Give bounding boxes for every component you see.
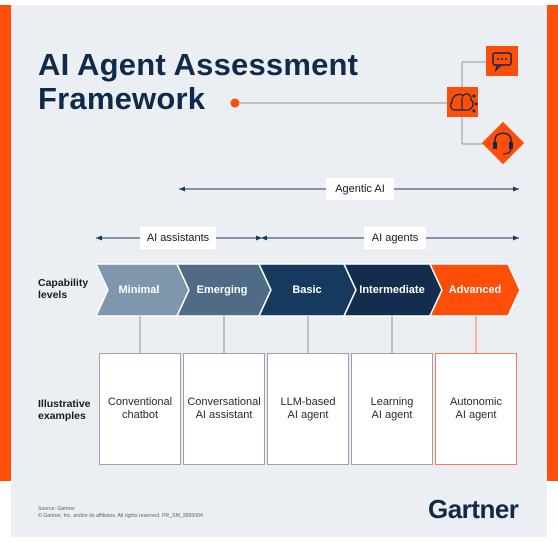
page-title: AI Agent Assessment Framework: [38, 48, 358, 116]
copyright-note: © Gartner, Inc. and/or its affiliates. A…: [38, 513, 203, 519]
brain-network-icon: [447, 87, 478, 117]
source-note: Source: Gartner: [38, 506, 75, 512]
level-basic: Basic: [292, 284, 322, 296]
level-minimal: Minimal: [118, 284, 160, 296]
example-text: Conventional chatbot: [107, 396, 173, 421]
example-box-basic: LLM-based AI agent: [267, 353, 349, 465]
title-dot: [230, 98, 240, 108]
left-accent-bar: [0, 5, 11, 481]
ai-assistants-label: AI assistants: [140, 227, 216, 249]
capability-levels-label: Capability levels: [38, 277, 89, 301]
example-text: Conversational AI assistant: [187, 396, 261, 421]
headset-icon: [481, 121, 525, 165]
example-text: Learning AI agent: [370, 396, 414, 421]
level-advanced: Advanced: [448, 284, 502, 296]
example-box-minimal: Conventional chatbot: [99, 353, 181, 465]
example-text: Autonomic AI agent: [450, 396, 502, 421]
capability-chevrons: [94, 263, 521, 317]
example-box-advanced: Autonomic AI agent: [435, 353, 517, 465]
agentic-ai-label: Agentic AI: [326, 178, 394, 200]
title-line-1: AI Agent Assessment: [38, 47, 359, 82]
ai-agents-label: AI agents: [364, 227, 426, 249]
example-text: LLM-based AI agent: [280, 396, 336, 421]
chevron-advanced: [428, 263, 521, 317]
chat-bubble-icon: [486, 46, 518, 76]
level-emerging: Emerging: [196, 284, 248, 296]
chevron-connectors: [139, 316, 477, 353]
title-line-2: Framework: [38, 81, 206, 116]
illustrative-examples-label: Illustrative examples: [38, 398, 91, 422]
example-box-emerging: Conversational AI assistant: [183, 353, 265, 465]
right-accent-bar: [547, 5, 558, 481]
gartner-logo: Gartner: [428, 494, 519, 524]
level-intermediate: Intermediate: [359, 284, 425, 296]
example-box-intermediate: Learning AI agent: [351, 353, 433, 465]
